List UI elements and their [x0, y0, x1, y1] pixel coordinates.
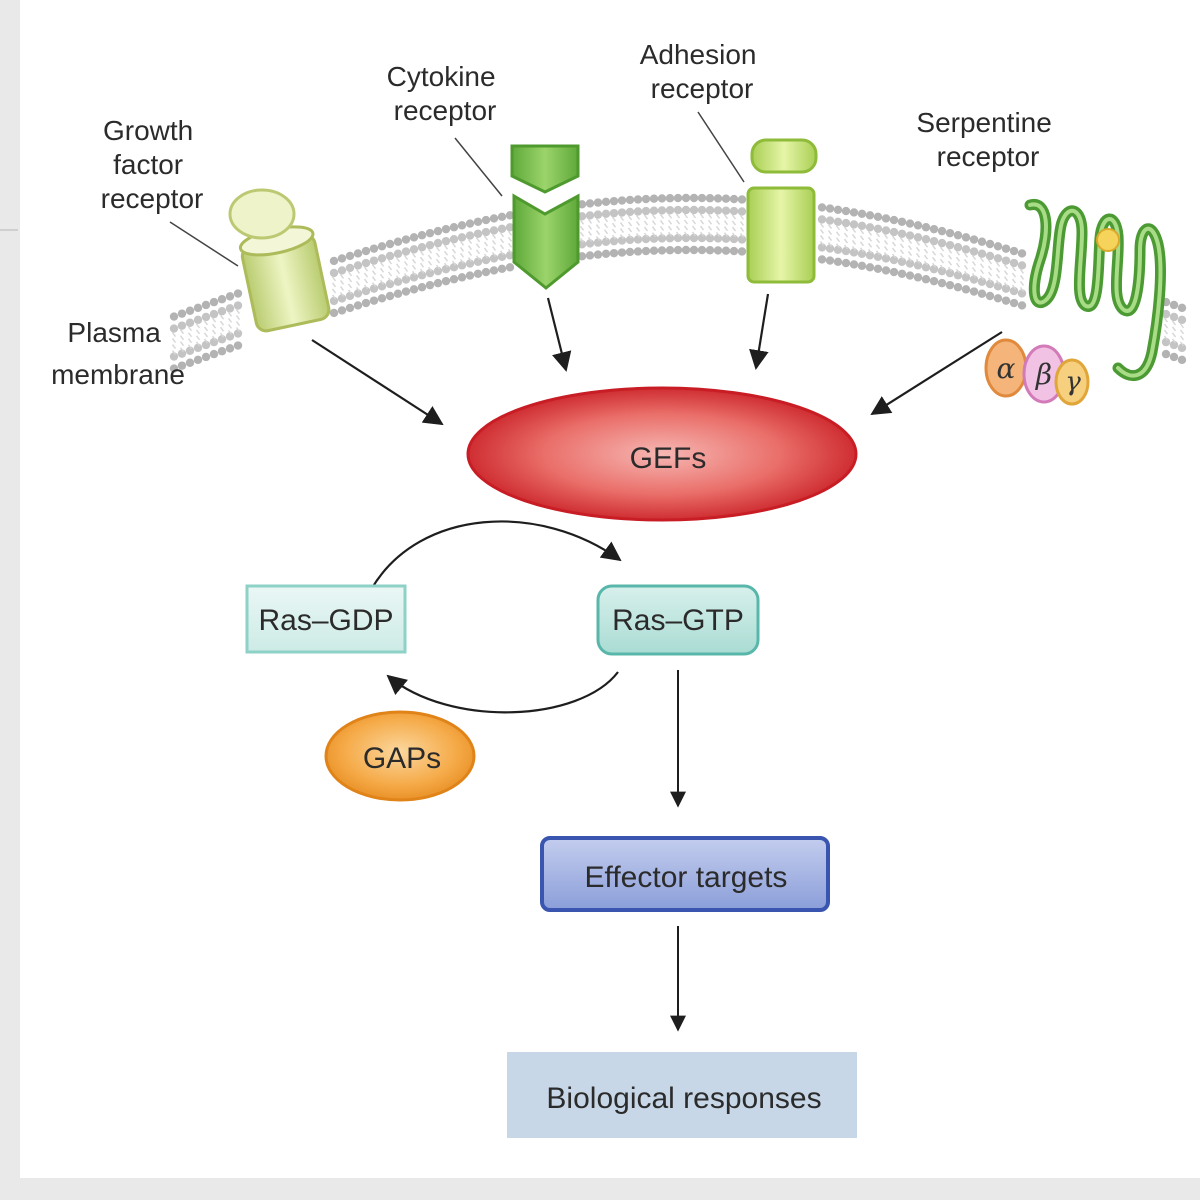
serpentine-receptor	[1024, 199, 1166, 382]
gefs-node: GEFs	[466, 386, 858, 522]
arrow-growth-to-gefs	[311, 339, 444, 426]
cytokine-receptor	[510, 144, 580, 290]
arrow-gdp-to-gtp	[371, 520, 622, 589]
gefs-label: GEFs	[630, 442, 707, 475]
growth-factor-leader	[169, 221, 239, 267]
serpentine-label-2: receptor	[937, 141, 1040, 172]
effector-targets-node: Effector targets	[540, 836, 830, 912]
ligand-dot	[1096, 228, 1120, 252]
serpentine-label: Serpentine receptor	[916, 107, 1059, 172]
adhesion-label-1: Adhesion	[640, 39, 757, 70]
g-gamma-symbol: γ	[1065, 367, 1081, 397]
g-beta-symbol: β	[1035, 358, 1052, 391]
panel-left-edge	[0, 0, 20, 1200]
cytokine-label: Cytokine receptor	[387, 61, 504, 126]
cytokine-leader	[454, 137, 503, 197]
cytokine-label-1: Cytokine	[387, 61, 496, 92]
g-protein: α β γ	[984, 338, 1090, 406]
biological-responses-node: Biological responses	[507, 1052, 857, 1138]
growth-factor-label-3: receptor	[101, 183, 204, 214]
biological-responses-label: Biological responses	[546, 1082, 821, 1115]
g-gamma-subunit	[1054, 358, 1090, 406]
arrow-gtp-to-gdp	[386, 671, 619, 714]
growth-factor-label: Growth factor receptor	[101, 115, 204, 214]
g-alpha-symbol: α	[997, 352, 1016, 385]
effector-targets-label: Effector targets	[585, 861, 788, 894]
adhesion-leader	[697, 111, 745, 183]
cytokine-label-2: receptor	[394, 95, 497, 126]
arrow-cytokine-to-gefs	[546, 297, 572, 372]
growth-factor-label-2: factor	[113, 149, 183, 180]
plasma-membrane	[169, 193, 1187, 373]
adhesion-receptor	[746, 138, 818, 284]
growth-factor-receptor	[228, 188, 331, 333]
gaps-node: GAPs	[324, 710, 476, 802]
plasma-membrane-label: Plasma membrane	[51, 317, 185, 390]
arrow-adhesion-to-gefs	[749, 293, 770, 370]
growth-factor-label-1: Growth	[103, 115, 193, 146]
plasma-membrane-label-1: Plasma	[67, 317, 161, 348]
ras-gdp-label: Ras–GDP	[258, 604, 393, 637]
serpentine-label-1: Serpentine	[916, 107, 1051, 138]
plasma-membrane-label-2: membrane	[51, 359, 185, 390]
gaps-label: GAPs	[363, 742, 441, 775]
adhesion-label-2: receptor	[651, 73, 754, 104]
ras-gtp-node: Ras–GTP	[596, 584, 760, 656]
arrow-serpentine-to-gefs	[870, 331, 1003, 416]
ras-gtp-label: Ras–GTP	[612, 604, 744, 637]
ras-gdp-node: Ras–GDP	[245, 584, 407, 654]
adhesion-label: Adhesion receptor	[640, 39, 765, 104]
